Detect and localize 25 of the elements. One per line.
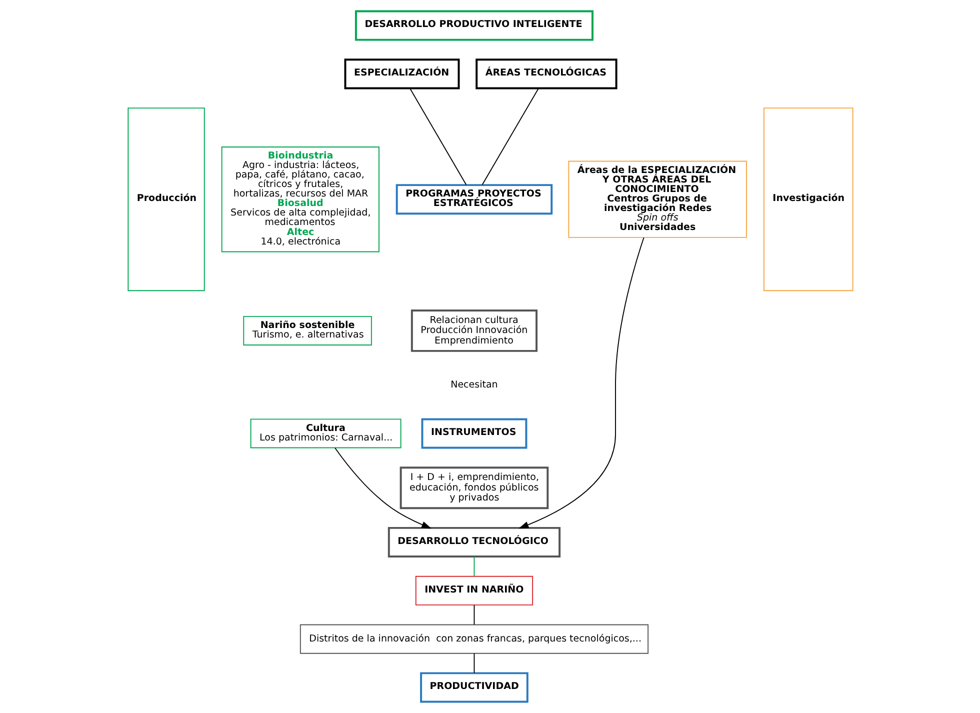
node-box: Distritos de la innovación con zonas francas, parques tecnológicos,... <box>299 624 648 654</box>
node-box: DESARROLLO PRODUCTIVO INTELIGENTE <box>354 10 593 41</box>
arrow <box>518 237 644 528</box>
node-box: Nariño sostenible Turismo, e. alternativas <box>242 316 372 346</box>
node-box: Cultura Los patrimonios: Carnaval... <box>250 418 401 448</box>
node-box: Producción <box>127 108 204 292</box>
node-box: DESARROLLO TECNOLÓGICO <box>387 526 560 558</box>
node-box: I + D + i, emprendimiento, educación, fondos públicos y privados <box>399 466 548 510</box>
node-box: ÁREAS TECNOLÓGICAS <box>475 58 617 90</box>
node-box: Investigación <box>762 108 853 292</box>
connector <box>473 652 474 674</box>
connector <box>473 556 474 577</box>
node-box: PROGRAMAS PROYECTOS ESTRATÉGICOS <box>395 184 552 215</box>
label: Necesitan <box>450 380 498 391</box>
node-box: PRODUCTIVIDAD <box>420 672 528 703</box>
connector <box>409 88 466 186</box>
connector <box>481 88 538 186</box>
node-box: Áreas de la ESPECIALIZACIÓN Y OTRAS ÁREAS DEL CONOCIMIENTO Centros Grupos de investigación Redes Spin offs Universidades <box>568 160 746 238</box>
node-box: Relacionan cultura Producción Innovación Emprendimiento <box>410 309 538 352</box>
node-box: INVEST IN NARIÑO <box>414 576 533 606</box>
node-box: Bioindustria Agro - industria: lácteos, papa, café, plátano, cacao, cítricos y frutales, hortalizas, recursos del MAR Biosalud Servicos de alta complejidad, medicamentos Altec 14.0, electrónica <box>220 146 379 252</box>
node-box: ESPECIALIZACIÓN <box>344 58 460 90</box>
connector <box>473 604 474 626</box>
arrow <box>334 448 431 528</box>
node-box: INSTRUMENTOS <box>420 418 527 449</box>
